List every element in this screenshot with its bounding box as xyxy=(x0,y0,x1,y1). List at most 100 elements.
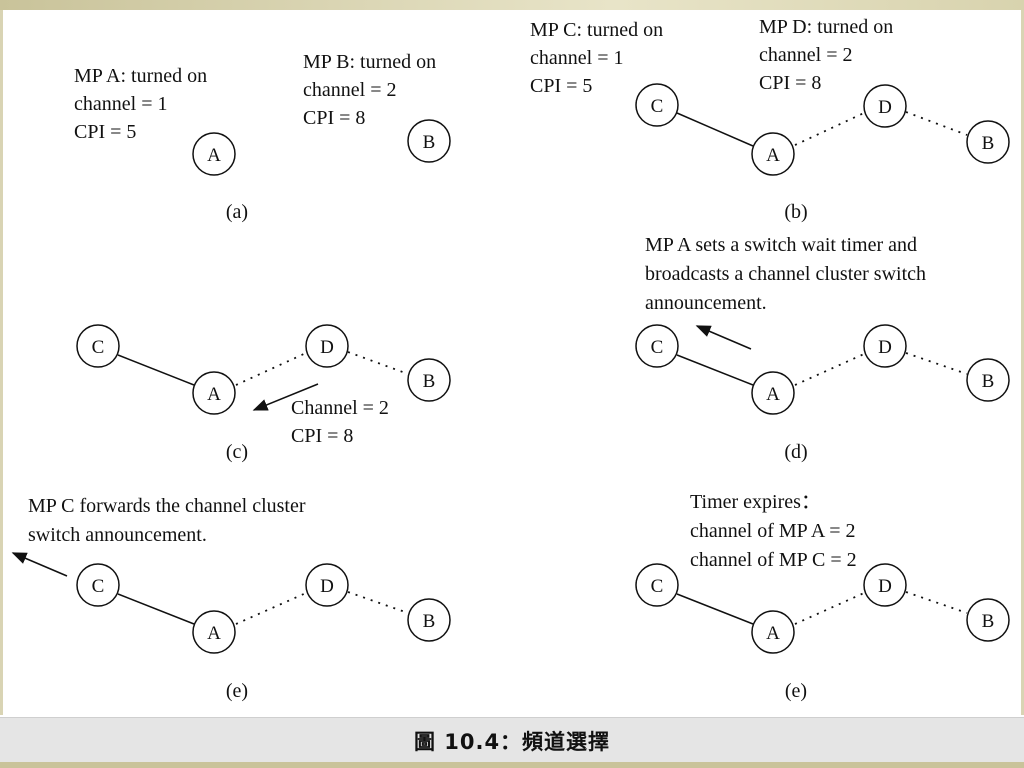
panel-e-left: MP C forwards the channel cluster switch… xyxy=(11,495,451,702)
link-a-d-dotted xyxy=(235,592,307,625)
node-c-label: C xyxy=(651,576,664,597)
right-decor-rule xyxy=(1021,10,1024,715)
node-c: C xyxy=(635,563,679,607)
panel-a: MP A: turned on channel = 1 CPI = 5 MP B… xyxy=(74,51,451,223)
mp-d-status-line2: channel = 2 xyxy=(759,44,852,66)
node-b-label: B xyxy=(423,611,436,632)
mp-c-status-line3: CPI = 5 xyxy=(530,75,592,97)
link-d-b-dotted xyxy=(905,591,968,614)
node-d-label: D xyxy=(878,337,892,358)
message-line1: Channel = 2 xyxy=(291,397,389,419)
node-d: D xyxy=(863,324,907,368)
panel-d: MP A sets a switch wait timer and broadc… xyxy=(635,234,1010,463)
node-c-label: C xyxy=(651,96,664,117)
node-b: B xyxy=(966,598,1010,642)
forward-arrow xyxy=(11,552,68,577)
node-d-label: D xyxy=(320,576,334,597)
left-decor-rule xyxy=(0,10,3,715)
panel-a-sublabel: (a) xyxy=(226,201,248,223)
link-c-a-solid xyxy=(117,593,195,625)
node-d: D xyxy=(305,324,349,368)
message-arrow xyxy=(252,383,319,411)
node-c-label: C xyxy=(92,337,105,358)
link-d-b-dotted xyxy=(905,111,968,136)
link-a-d-dotted xyxy=(794,353,865,386)
node-a: A xyxy=(192,132,236,176)
figure-caption: 圖 10.4：頻道選擇 xyxy=(413,729,611,754)
node-d: D xyxy=(863,563,907,607)
node-c: C xyxy=(635,324,679,368)
node-a: A xyxy=(751,371,795,415)
node-d: D xyxy=(305,563,349,607)
node-b-label: B xyxy=(423,132,436,153)
node-b: B xyxy=(407,358,451,402)
node-c-label: C xyxy=(92,576,105,597)
mp-b-status-line2: channel = 2 xyxy=(303,79,396,101)
link-a-d-dotted xyxy=(235,352,307,386)
mp-b-status-line1: MP B: turned on xyxy=(303,51,436,73)
mp-a-status-line2: channel = 1 xyxy=(74,93,167,115)
node-c: C xyxy=(76,563,120,607)
channel-selection-diagram: MP A: turned on channel = 1 CPI = 5 MP B… xyxy=(11,16,1010,702)
panel-b: MP C: turned on channel = 1 CPI = 5 MP D… xyxy=(530,16,1010,223)
figure-caption-bar: 圖 10.4：頻道選擇 xyxy=(0,717,1024,763)
link-d-b-dotted xyxy=(347,591,409,614)
mp-a-status-line1: MP A: turned on xyxy=(74,65,207,87)
note-line1: MP C forwards the channel cluster xyxy=(28,495,306,517)
node-b: B xyxy=(407,119,451,163)
mp-b-status-line3: CPI = 8 xyxy=(303,107,365,129)
node-c: C xyxy=(76,324,120,368)
mp-c-status-line2: channel = 1 xyxy=(530,47,623,69)
mp-a-status-line3: CPI = 5 xyxy=(74,121,136,143)
panel-b-sublabel: (b) xyxy=(784,201,807,223)
message-line2: CPI = 8 xyxy=(291,425,353,447)
node-b-label: B xyxy=(982,133,995,154)
panel-d-sublabel: (d) xyxy=(784,441,807,463)
note-line2: channel of MP A = 2 xyxy=(690,520,856,542)
node-b: B xyxy=(966,120,1010,164)
link-d-b-dotted xyxy=(347,351,409,375)
node-a-label: A xyxy=(207,623,221,644)
node-b-label: B xyxy=(423,371,436,392)
bottom-decor-band xyxy=(0,762,1024,768)
node-d-label: D xyxy=(878,576,892,597)
node-a: A xyxy=(192,610,236,654)
node-b-label: B xyxy=(982,371,995,392)
top-decor-band xyxy=(0,0,1024,10)
node-c: C xyxy=(635,83,679,127)
node-d-label: D xyxy=(878,97,892,118)
mp-c-status-line1: MP C: turned on xyxy=(530,19,663,41)
node-c-label: C xyxy=(651,337,664,358)
note-line3: announcement. xyxy=(645,292,767,314)
node-d: D xyxy=(863,84,907,128)
link-a-d-dotted xyxy=(794,592,865,625)
link-c-a-solid xyxy=(676,593,754,625)
node-a-label: A xyxy=(766,623,780,644)
link-c-a-solid xyxy=(676,112,754,147)
node-a: A xyxy=(192,371,236,415)
link-c-a-solid xyxy=(676,354,754,386)
node-a-label: A xyxy=(766,384,780,405)
link-c-a-solid xyxy=(117,354,195,386)
panel-c-sublabel: (c) xyxy=(226,441,248,463)
panel-e-right-sublabel: (e) xyxy=(785,680,807,702)
broadcast-arrow xyxy=(695,325,752,350)
note-line1: MP A sets a switch wait timer and xyxy=(645,234,917,256)
note-line1: Timer expires： xyxy=(690,491,821,513)
node-d-label: D xyxy=(320,337,334,358)
mp-d-status-line1: MP D: turned on xyxy=(759,16,893,38)
node-a: A xyxy=(751,610,795,654)
link-a-d-dotted xyxy=(794,112,865,146)
panel-e-right: C A D B Timer expires： channel of MP A =… xyxy=(635,491,1010,702)
panel-c: C A D B Channel = 2 CPI = 8 (c) xyxy=(76,324,451,463)
node-a-label: A xyxy=(207,384,221,405)
note-line3: channel of MP C = 2 xyxy=(690,549,857,571)
node-b-label: B xyxy=(982,611,995,632)
node-a-label: A xyxy=(207,145,221,166)
note-line2: broadcasts a channel cluster switch xyxy=(645,263,926,285)
node-b: B xyxy=(407,598,451,642)
node-a: A xyxy=(751,132,795,176)
panel-e-left-sublabel: (e) xyxy=(226,680,248,702)
link-d-b-dotted xyxy=(905,352,968,375)
note-line2: switch announcement. xyxy=(28,524,207,546)
